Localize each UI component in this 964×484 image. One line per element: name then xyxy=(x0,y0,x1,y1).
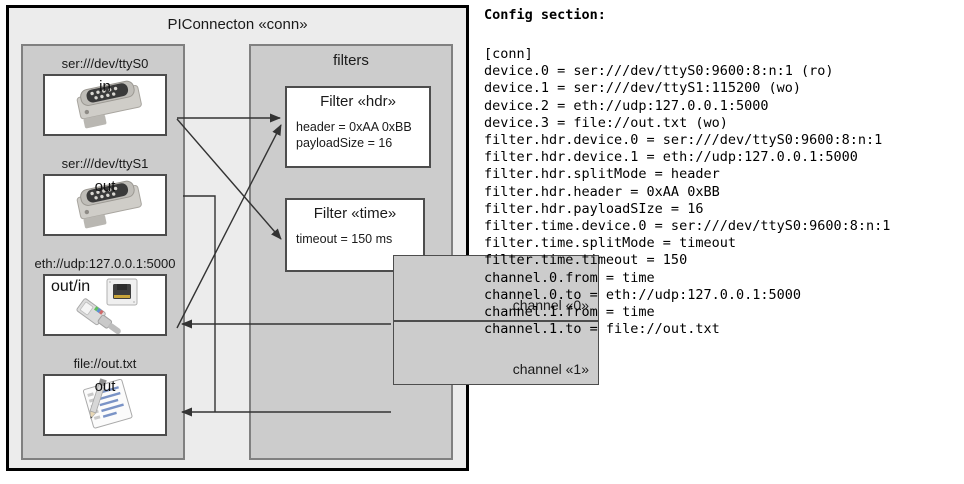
device-label: ser:///dev/ttyS1 xyxy=(61,156,149,171)
filter-title: Filter «time» xyxy=(313,205,397,222)
config-line: filter.hdr.device.0 = ser:///dev/ttyS0:9… xyxy=(484,132,883,149)
config-line: device.1 = ser:///dev/ttyS1:115200 (wo) xyxy=(484,80,801,97)
device-direction: out xyxy=(94,378,116,395)
config-line: filter.time.device.0 = ser:///dev/ttyS0:… xyxy=(484,218,891,235)
config-line: filter.time.splitMode = timeout xyxy=(484,235,736,252)
config-line: filter.hdr.splitMode = header xyxy=(484,166,720,183)
config-line: filter.time.timeout = 150 xyxy=(484,252,688,269)
config-line: filter.hdr.device.1 = eth://udp:127.0.0.… xyxy=(484,149,858,166)
channel-label: channel «0» xyxy=(512,297,589,313)
channel-1-box[interactable]: channel «1» xyxy=(393,321,599,385)
device-label: file://out.txt xyxy=(73,356,137,371)
diagram-title: PIConnecton «conn» xyxy=(167,16,308,33)
serial-port-icon xyxy=(45,176,165,234)
config-line: channel.1.from = time xyxy=(484,304,655,321)
device-label: eth://udp:127.0.0.1:5000 xyxy=(34,256,176,271)
channel-label: channel «1» xyxy=(512,361,589,377)
config-line: device.2 = eth://udp:127.0.0.1:5000 xyxy=(484,97,769,114)
device-group-ttys0: ser:///dev/ttyS0 in xyxy=(23,56,187,136)
channel-0-box[interactable]: channel «0» xyxy=(393,255,599,321)
device-group-file: file://out.txt out xyxy=(23,356,187,436)
filters-panel-title: filters xyxy=(333,52,369,69)
config-line: device.3 = file://out.txt (wo) xyxy=(484,114,728,131)
filter-hdr-box[interactable]: Filter «hdr» header = 0xAA 0xBB payloadS… xyxy=(285,86,431,168)
filter-property: payloadSize = 16 xyxy=(296,136,393,150)
config-section: Config section: [conn]device.0 = ser:///… xyxy=(482,0,962,484)
filters-panel: filters Filter «hdr» header = 0xAA 0xBB … xyxy=(249,44,599,460)
config-line: device.0 = ser:///dev/ttyS0:9600:8:n:1 (… xyxy=(484,63,834,80)
device-label: ser:///dev/ttyS0 xyxy=(61,56,149,71)
config-line: channel.0.from = time xyxy=(484,269,655,286)
device-box-eth[interactable]: out/in xyxy=(43,274,167,336)
serial-port-icon xyxy=(45,76,165,134)
config-line: channel.0.to = eth://udp:127.0.0.1:5000 xyxy=(484,286,801,303)
config-line: channel.1.to = file://out.txt xyxy=(484,321,720,338)
link-time-to-channel0 xyxy=(183,195,216,324)
text-file-icon xyxy=(45,376,165,434)
device-group-ttys1: ser:///dev/ttyS1 out xyxy=(23,156,187,236)
device-box-ttys1[interactable]: out xyxy=(43,174,167,236)
ethernet-jack-icon xyxy=(45,276,165,334)
device-direction: out xyxy=(94,178,116,195)
config-heading: Config section: xyxy=(484,7,606,23)
filter-property: header = 0xAA 0xBB xyxy=(296,120,412,134)
filter-title: Filter «hdr» xyxy=(320,93,396,110)
config-text: [conn]device.0 = ser:///dev/ttyS0:9600:8… xyxy=(484,46,890,338)
filter-properties: timeout = 150 ms xyxy=(296,231,417,247)
filter-property: timeout = 150 ms xyxy=(296,232,393,246)
device-direction: in xyxy=(99,78,111,95)
filter-properties: header = 0xAA 0xBB payloadSize = 16 xyxy=(296,119,423,151)
devices-panel: ser:///dev/ttyS0 in xyxy=(21,44,185,460)
config-line: filter.hdr.header = 0xAA 0xBB xyxy=(484,183,720,200)
device-box-ttys0[interactable]: in xyxy=(43,74,167,136)
config-line: filter.hdr.payloadSIze = 16 xyxy=(484,200,704,217)
connection-diagram: PIConnecton «conn» ser:///dev/ttyS0 in xyxy=(6,5,599,471)
config-line: [conn] xyxy=(484,46,533,62)
device-group-eth: eth://udp:127.0.0.1:5000 out/in xyxy=(23,256,187,336)
device-box-file[interactable]: out xyxy=(43,374,167,436)
device-direction: out/in xyxy=(51,278,91,295)
